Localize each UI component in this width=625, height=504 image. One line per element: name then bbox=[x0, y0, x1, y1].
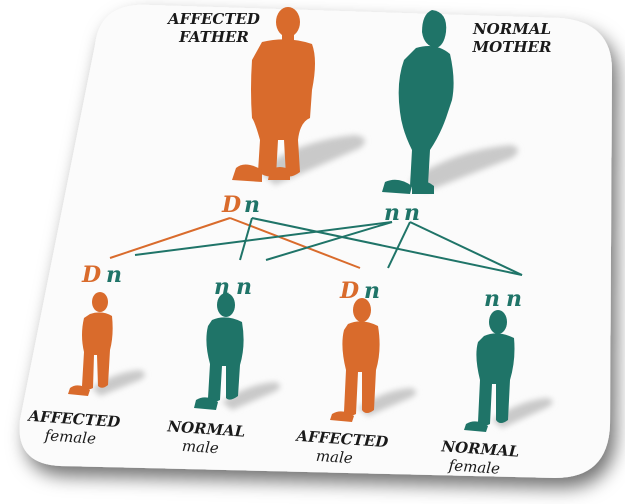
child2-genotype-allele-2: n bbox=[236, 274, 252, 300]
child-normal-male-figure bbox=[194, 293, 244, 410]
child2-genotype-allele-1: n bbox=[214, 274, 230, 300]
child1-genotype-allele-2: n bbox=[106, 262, 122, 288]
child-normal-female-figure bbox=[464, 310, 515, 432]
normal-mother-figure bbox=[382, 10, 454, 194]
child2-label-line1: NORMAL bbox=[166, 417, 246, 440]
child4-genotype-allele-2: n bbox=[506, 286, 522, 312]
child2-label-line2: male bbox=[181, 437, 219, 458]
child3-label-line2: male bbox=[315, 447, 353, 468]
father-genotype-allele-2: n bbox=[244, 192, 260, 218]
child4-genotype-allele-1: n bbox=[484, 286, 500, 312]
child4-label-line2: female bbox=[447, 456, 501, 478]
child1-genotype-allele-1: D bbox=[81, 262, 101, 288]
child4-label-line1: NORMAL bbox=[440, 437, 520, 460]
mother-label-line1: NORMAL bbox=[472, 20, 551, 38]
child-affected-male-figure bbox=[330, 298, 380, 422]
affected-father-figure bbox=[232, 7, 315, 182]
mother-label-line2: MOTHER bbox=[472, 38, 552, 56]
child3-genotype-allele-2: n bbox=[364, 278, 380, 304]
child1-label-line2: female bbox=[43, 426, 97, 448]
child-affected-female-figure bbox=[68, 292, 113, 396]
inheritance-lines bbox=[109, 217, 523, 276]
father-label-line1: AFFECTED bbox=[166, 10, 260, 28]
mother-genotype-allele-1: n bbox=[384, 200, 400, 226]
card-background bbox=[19, 4, 612, 478]
child3-genotype-allele-1: D bbox=[339, 278, 359, 304]
father-genotype-allele-1: D bbox=[221, 192, 241, 218]
father-label-line2: FATHER bbox=[178, 28, 249, 46]
mother-genotype-allele-2: n bbox=[404, 200, 420, 226]
